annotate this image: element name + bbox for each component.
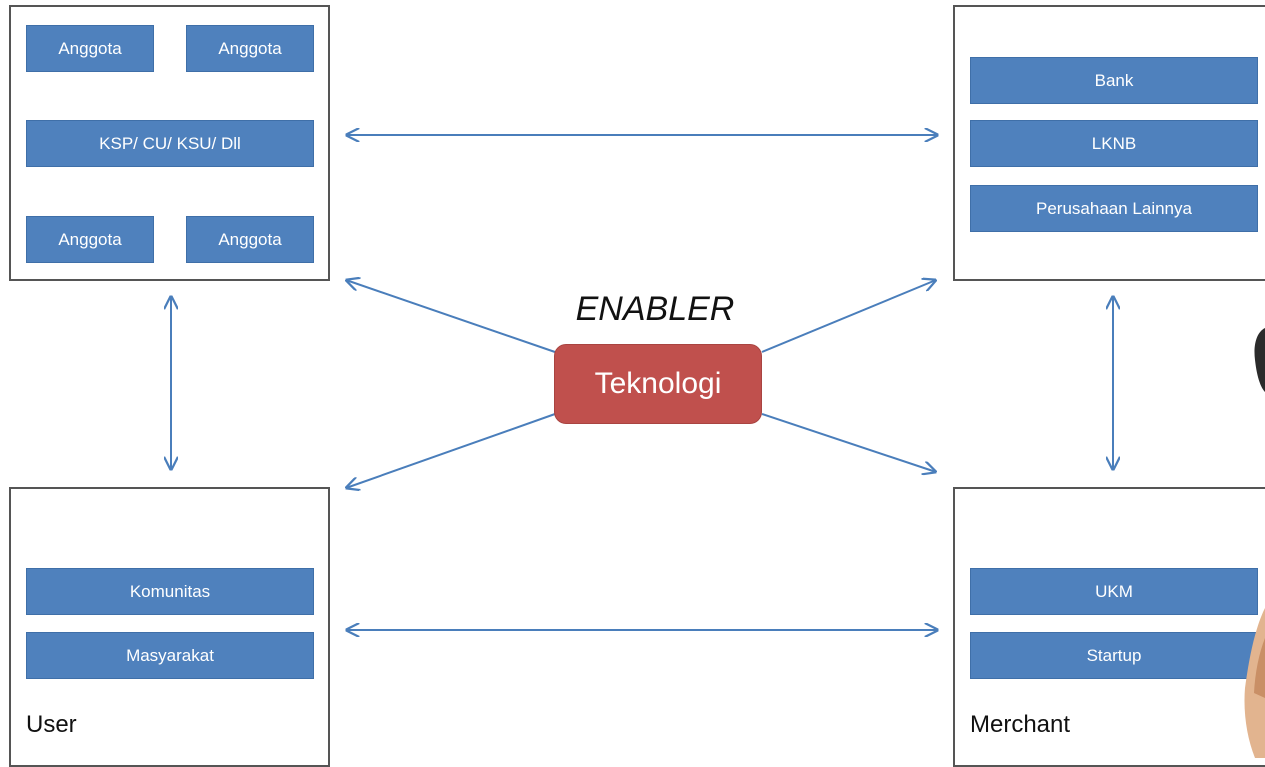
startup-block: Startup — [970, 632, 1258, 679]
arrow-tech-cooperative — [346, 280, 556, 353]
technology-block: Teknologi — [554, 344, 762, 424]
merchant-caption: Merchant — [970, 711, 1071, 738]
member-block: Anggota — [186, 216, 314, 263]
ukm-block: UKM — [970, 568, 1258, 615]
merchant-frame — [953, 487, 1265, 767]
lknb-block: LKNB — [970, 120, 1258, 167]
user-caption: User — [26, 711, 77, 738]
enabler-label: ENABLER — [575, 290, 735, 328]
arrow-tech-merchant — [761, 413, 936, 472]
person-photo-fragment — [1244, 328, 1265, 758]
member-block: Anggota — [26, 216, 154, 263]
member-block: Anggota — [26, 25, 154, 72]
cooperative-hub-block: KSP/ CU/ KSU/ Dll — [26, 120, 314, 167]
community-block: Komunitas — [26, 568, 314, 615]
member-block: Anggota — [186, 25, 314, 72]
user-frame — [9, 487, 330, 767]
society-block: Masyarakat — [26, 632, 314, 679]
arrow-tech-user — [346, 413, 556, 488]
arrow-tech-institutions — [761, 280, 936, 353]
other-companies-block: Perusahaan Lainnya — [970, 185, 1258, 232]
bank-block: Bank — [970, 57, 1258, 104]
